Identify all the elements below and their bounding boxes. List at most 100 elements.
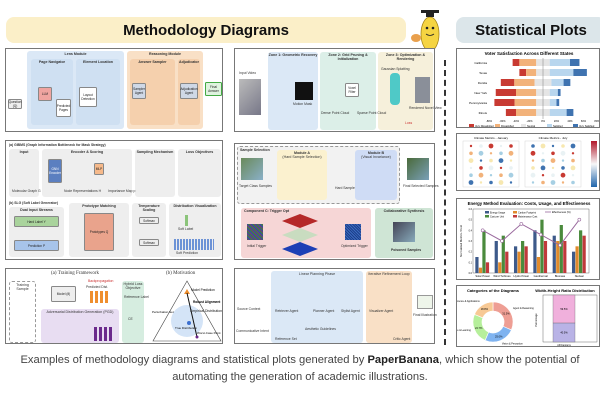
effectiveness-line [482, 219, 580, 246]
label: Iterative Refinement Loop [368, 272, 410, 276]
initial-label: Initial Trigger [247, 244, 267, 248]
label: Module A [293, 151, 311, 155]
bar-segment [573, 69, 587, 76]
heatmap-dot [479, 144, 483, 148]
heatmap-dot [479, 166, 483, 170]
target-images [241, 158, 263, 180]
plot-frame [472, 208, 590, 274]
bar [579, 230, 583, 273]
layout-detection: Layout Detection [79, 87, 97, 107]
heatmap-dot [551, 144, 555, 148]
label: Encoder & Scoring [70, 150, 104, 154]
gibms-title: (a) GIBMS (Graph Information Bottleneck … [9, 143, 106, 147]
y-tick-label: 0.5 [469, 219, 473, 222]
legend-label: Satisfied [553, 125, 563, 128]
linear-phase: Linear Planning Phase [271, 271, 363, 343]
predicted-dist: Predicted Dist. [86, 285, 109, 289]
video-reconstruction-diagram: Input Video Zone 1: Geometric Recovery Z… [234, 48, 442, 132]
heatmap-dot [489, 180, 493, 185]
heatmap-dot [479, 159, 483, 162]
label: Dual Input Streams [20, 208, 53, 212]
loss-label: Loss [405, 121, 413, 125]
x-tick-label: -80% [486, 119, 493, 123]
label: Sampling Mechanism [136, 150, 174, 154]
donut-slice [474, 301, 494, 319]
label: Prototype Matching [82, 204, 116, 208]
bar [571, 251, 576, 273]
heatmap-dot [509, 181, 513, 184]
heatmap-dot [551, 166, 555, 170]
backprop-label: Backpropagation [88, 279, 114, 283]
heatmap-dot [509, 144, 513, 148]
question-box: Question (Q) [8, 99, 22, 109]
heatmap-dot [499, 173, 503, 177]
soft-pred-bars [174, 239, 214, 250]
temperature-scaling: Temperature Scaling [132, 203, 166, 257]
legend-swatch [521, 124, 526, 127]
legend-label: Very Dissatisfied [475, 125, 494, 128]
mlp-box: MLP [94, 163, 104, 175]
heatmap-dot [531, 166, 535, 170]
legend-swatch [573, 124, 578, 127]
chart-title: Categories of the Diagrams [467, 288, 520, 293]
sparse-label: Sparse Point Cloud [357, 111, 387, 115]
x-tick-label: Biomass [555, 274, 566, 278]
bar [556, 241, 560, 273]
node-repr: Node Representations H [64, 189, 102, 193]
y-tick-label: New York [474, 91, 487, 95]
bar-segment [519, 59, 537, 66]
bar [524, 246, 528, 273]
heatmap-dot [570, 143, 576, 149]
module-a: Module A(Hard Sample Selection) [277, 150, 327, 200]
label: Collaborative Synthesis [383, 209, 425, 213]
effectiveness-point [480, 228, 485, 233]
y-tick-label: Florida [478, 81, 488, 85]
bar [559, 225, 563, 273]
bar-segment [549, 69, 574, 76]
figure-caption: Examples of methodology diagrams and sta… [0, 352, 600, 386]
label: Hybrid Loss Objective [123, 282, 143, 290]
molecular-graph: Molecular Graph G [12, 189, 41, 193]
heatmap-title: Climate Metrics - July [539, 136, 568, 140]
y-axis-label: Percentage [534, 313, 538, 327]
heatmap-dot [499, 166, 503, 170]
reference-label: Reference Label [124, 295, 149, 299]
prototypes: Prototypes Q [84, 213, 114, 251]
label: Adjudicator [179, 60, 199, 64]
zone-1: Zone 1: Geometric Recovery [268, 52, 318, 130]
label: Input [19, 150, 29, 154]
heatmap-dot [478, 150, 484, 156]
label: Component C: Trigger Opt [244, 209, 290, 213]
empirical-label: Empirical Distribution [190, 309, 222, 313]
bar-segment [514, 79, 535, 86]
trigger-diamonds [282, 214, 318, 256]
label: Linear Planning Phase [298, 272, 336, 276]
heatmap-dot [469, 151, 473, 156]
bar-segment [549, 109, 567, 116]
bar [517, 251, 521, 273]
legend-label: Effectiveness (%) [552, 211, 571, 214]
heatmap-dot [561, 159, 565, 162]
bar-segment [566, 109, 574, 116]
slg-title: (b) SLG (Soft Label Generator) [9, 201, 58, 205]
legend-swatch [513, 215, 517, 218]
importance-map: Importance Map p [108, 189, 136, 193]
label: Page Navigator [38, 60, 66, 64]
y-axis-label: Normalized Metrics / Cost [459, 225, 463, 257]
legend-label: Energy Usage [490, 211, 506, 214]
heatmap-dot [498, 158, 504, 163]
planner-label: Planner Agent [313, 309, 335, 313]
heatmap-dot [469, 144, 473, 148]
final-label: Final Illustration [413, 313, 437, 317]
target-label: Target Class Samples [239, 184, 272, 188]
heatmap-dot [509, 159, 513, 162]
training-sample: Training Sample [9, 281, 36, 343]
bar [575, 246, 579, 273]
bar [494, 241, 498, 273]
legend-label: Maintenance Cost [518, 215, 538, 218]
heatmap-title: Climate Metrics - January [474, 136, 509, 140]
heatmap-dot [551, 151, 555, 156]
label: Zone 1: Geometric Recovery [268, 53, 318, 57]
poisoned-images [393, 222, 415, 242]
soft-prediction: Soft Prediction [176, 251, 199, 255]
